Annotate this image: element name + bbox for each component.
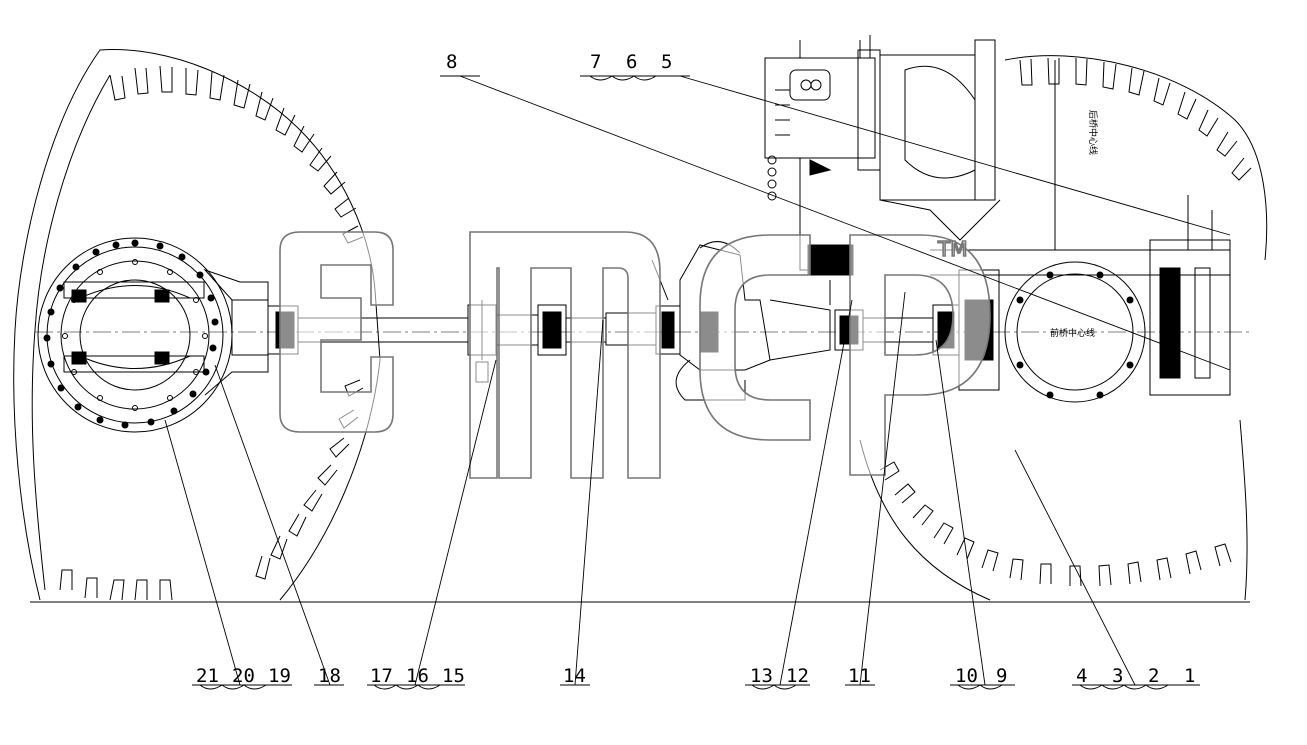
- callout-7: 7: [590, 51, 601, 73]
- callout-4: 4: [1076, 665, 1087, 687]
- callout-8: 8: [446, 51, 457, 73]
- left-tire-tread-top: [109, 65, 364, 244]
- watermark-letter-2: [469, 231, 661, 479]
- hub-bolt-ring: [43, 239, 219, 429]
- callout-5: 5: [661, 51, 672, 73]
- annotation-hub-centerline: 前桥中心线: [1050, 327, 1095, 339]
- callout-2: 2: [1148, 665, 1159, 687]
- right-tire-tread-top: [1019, 57, 1252, 181]
- callout-12: 12: [786, 665, 809, 687]
- callout-11: 11: [848, 665, 871, 687]
- callout-17: 17: [370, 665, 393, 687]
- callout-9: 9: [996, 665, 1007, 687]
- hub-inner-bolt-ring: [62, 259, 208, 411]
- callout-1: 1: [1184, 665, 1195, 687]
- left-wheel-hub: [37, 237, 233, 433]
- callout-6: 6: [626, 51, 637, 73]
- watermark-trademark: TM: [937, 237, 967, 261]
- callout-21: 21: [196, 665, 219, 687]
- callout-16: 16: [406, 665, 429, 687]
- callout-13: 13: [750, 665, 773, 687]
- right-tire-tread-bottom: [879, 461, 1232, 587]
- callout-10: 10: [955, 665, 978, 687]
- callout-3: 3: [1112, 665, 1123, 687]
- right-tire: [859, 55, 1268, 601]
- callout-20: 20: [232, 665, 255, 687]
- callout-14: 14: [563, 665, 586, 687]
- callout-19: 19: [268, 665, 291, 687]
- watermark: TM: [279, 231, 991, 479]
- watermark-letter-3: [699, 234, 811, 441]
- callout-15: 15: [442, 665, 465, 687]
- leader-lines-bottom: [164, 291, 1200, 690]
- callouts-top: 8 7 6 5: [446, 51, 672, 73]
- control-valve-block: [764, 35, 1213, 271]
- watermark-letter-1: [279, 231, 394, 433]
- callouts-bottom: 21 20 19 18 17 16 15 14 13 12 11 10 9 4 …: [196, 665, 1195, 687]
- callout-18: 18: [318, 665, 341, 687]
- watermark-letter-4: [849, 234, 991, 476]
- drive-shaft: [297, 300, 681, 383]
- leader-lines-top: [440, 75, 1231, 371]
- annotation-rear-centerline: 后桥中心线: [1087, 110, 1099, 155]
